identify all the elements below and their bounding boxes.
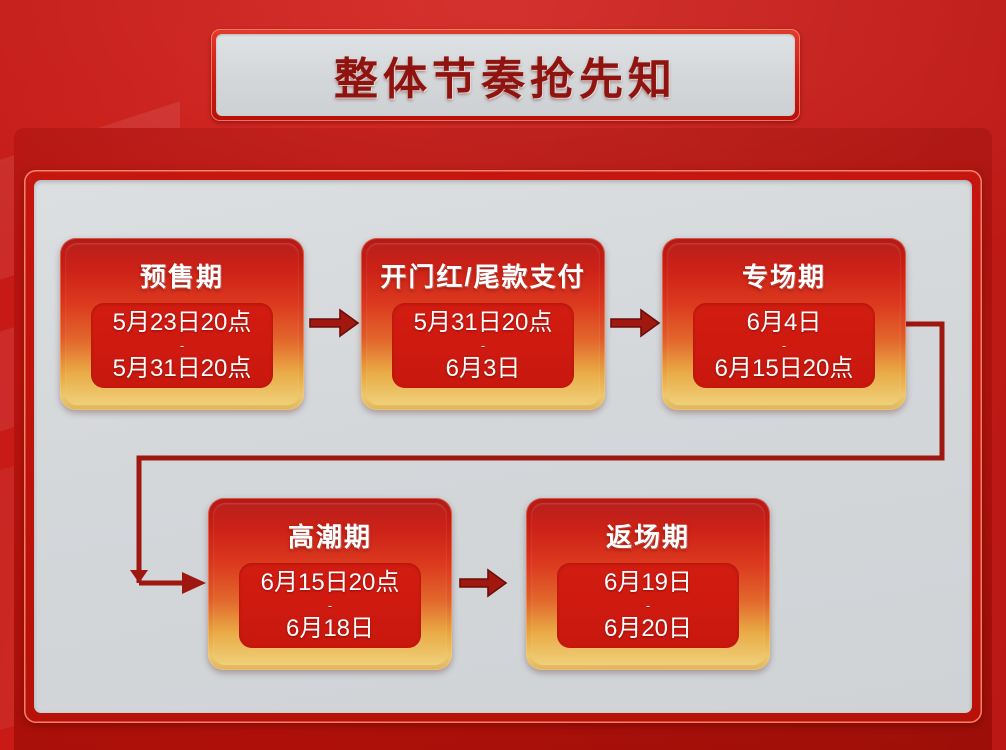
date-separator: -	[645, 597, 651, 613]
arrow-right-icon	[309, 308, 360, 338]
date-separator: -	[179, 337, 185, 353]
phase-card-face: 专场期 6月4日 - 6月15日20点	[667, 243, 901, 405]
phase-card-face: 预售期 5月23日20点 - 5月31日20点	[65, 243, 299, 405]
phase-start-date: 6月19日	[603, 569, 693, 597]
arrow-right-icon	[459, 568, 508, 598]
phase-card-title: 开门红/尾款支付	[380, 262, 586, 292]
phase-card-special-session[interactable]: 专场期 6月4日 - 6月15日20点	[662, 238, 906, 410]
timeline-panel-face: 预售期 5月23日20点 - 5月31日20点 开门红/尾款支付 5月31日	[34, 180, 972, 713]
phase-card-daterange: 6月19日 - 6月20日	[557, 563, 739, 648]
phase-card-climax[interactable]: 高潮期 6月15日20点 - 6月18日	[208, 498, 452, 670]
date-separator: -	[781, 337, 787, 353]
phase-card-face: 开门红/尾款支付 5月31日20点 - 6月3日	[366, 243, 600, 405]
phase-start-date: 5月23日20点	[112, 309, 252, 337]
phase-card-daterange: 6月15日20点 - 6月18日	[239, 563, 421, 648]
phase-card-face: 返场期 6月19日 - 6月20日	[531, 503, 765, 665]
phase-start-date: 6月4日	[746, 309, 822, 337]
phase-start-date: 5月31日20点	[413, 309, 553, 337]
elbow-connector-icon	[130, 321, 945, 594]
arrow-right-icon	[610, 308, 661, 338]
phase-card-face: 高潮期 6月15日20点 - 6月18日	[213, 503, 447, 665]
title-plaque-face: 整体节奏抢先知	[216, 34, 795, 116]
phase-card-title: 返场期	[605, 522, 690, 552]
phase-end-date: 6月18日	[285, 614, 375, 642]
phase-end-date: 6月3日	[445, 354, 521, 382]
page-title: 整体节奏抢先知	[334, 55, 677, 104]
title-plaque: 整体节奏抢先知	[211, 29, 800, 121]
phase-card-title: 高潮期	[287, 522, 372, 552]
date-separator: -	[327, 597, 333, 613]
phase-card-daterange: 5月31日20点 - 6月3日	[392, 303, 574, 388]
phase-card-title: 预售期	[139, 262, 224, 292]
phase-card-title: 专场期	[741, 262, 826, 292]
phase-card-opening-payment[interactable]: 开门红/尾款支付 5月31日20点 - 6月3日	[361, 238, 605, 410]
phase-end-date: 6月20日	[603, 614, 693, 642]
phase-start-date: 6月15日20点	[260, 569, 400, 597]
phase-card-encore[interactable]: 返场期 6月19日 - 6月20日	[526, 498, 770, 670]
timeline-panel: 预售期 5月23日20点 - 5月31日20点 开门红/尾款支付 5月31日	[24, 170, 982, 723]
phase-card-presale[interactable]: 预售期 5月23日20点 - 5月31日20点	[60, 238, 304, 410]
phase-end-date: 5月31日20点	[112, 354, 252, 382]
phase-end-date: 6月15日20点	[714, 354, 854, 382]
phase-card-daterange: 6月4日 - 6月15日20点	[693, 303, 875, 388]
date-separator: -	[480, 337, 486, 353]
phase-card-daterange: 5月23日20点 - 5月31日20点	[91, 303, 273, 388]
